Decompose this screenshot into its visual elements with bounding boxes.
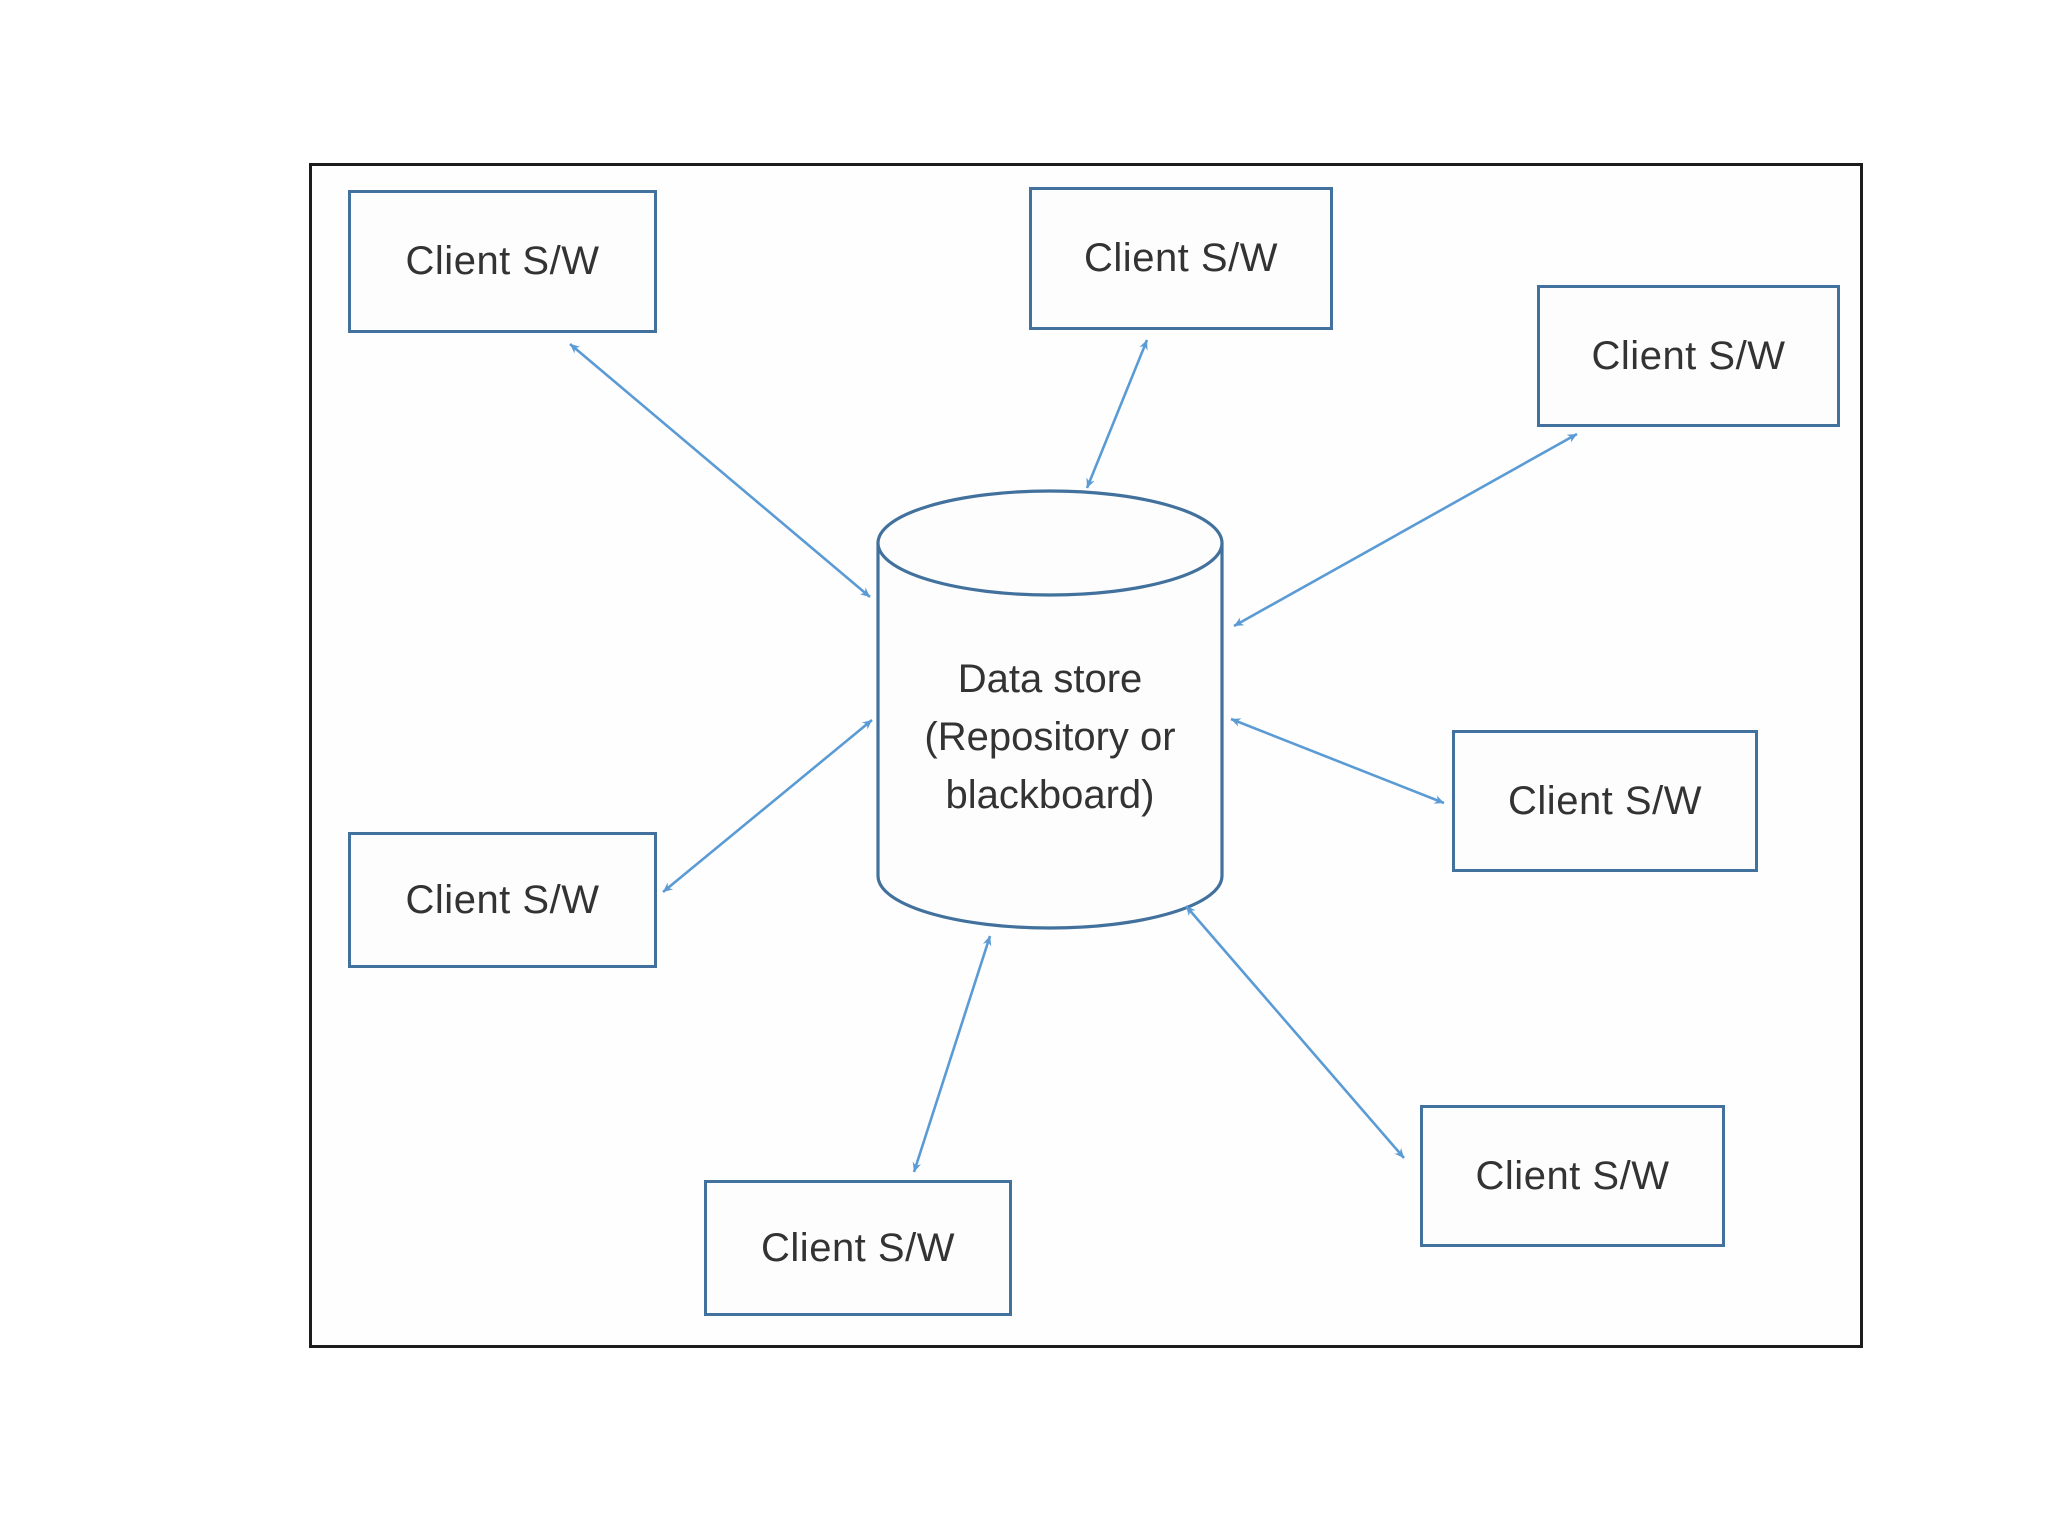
connector-arrow-right-upper	[1233, 432, 1578, 628]
client-box-right-middle: Client S/W	[1452, 730, 1758, 872]
client-box-top-center: Client S/W	[1029, 187, 1333, 330]
datastore-label: Data store (Repository or blackboard)	[890, 650, 1210, 824]
client-box-right-upper: Client S/W	[1537, 285, 1840, 427]
connector-arrow-right-middle	[1230, 717, 1445, 805]
connector-arrow-bottom-right	[1185, 905, 1405, 1159]
client-box-top-left: Client S/W	[348, 190, 657, 333]
client-box-label: Client S/W	[761, 1225, 955, 1270]
datastore-label-line2: (Repository or	[924, 715, 1176, 759]
client-box-left-middle: Client S/W	[348, 832, 657, 968]
connector-arrow-top-left	[569, 343, 871, 598]
datastore-label-line3: blackboard)	[945, 773, 1155, 817]
client-box-label: Client S/W	[1591, 333, 1786, 378]
connector-arrow-bottom-center	[912, 935, 992, 1173]
client-box-label: Client S/W	[1084, 236, 1278, 280]
connector-arrow-left-middle	[662, 718, 873, 894]
client-box-bottom-center: Client S/W	[704, 1180, 1012, 1316]
client-box-bottom-right: Client S/W	[1420, 1105, 1725, 1247]
datastore-cylinder	[876, 489, 1224, 930]
client-box-label: Client S/W	[405, 239, 600, 283]
client-box-label: Client S/W	[405, 877, 600, 922]
connector-arrow-top-center	[1085, 339, 1149, 489]
datastore-label-line1: Data store	[957, 657, 1143, 701]
client-box-label: Client S/W	[1475, 1153, 1670, 1198]
client-box-label: Client S/W	[1508, 778, 1702, 823]
